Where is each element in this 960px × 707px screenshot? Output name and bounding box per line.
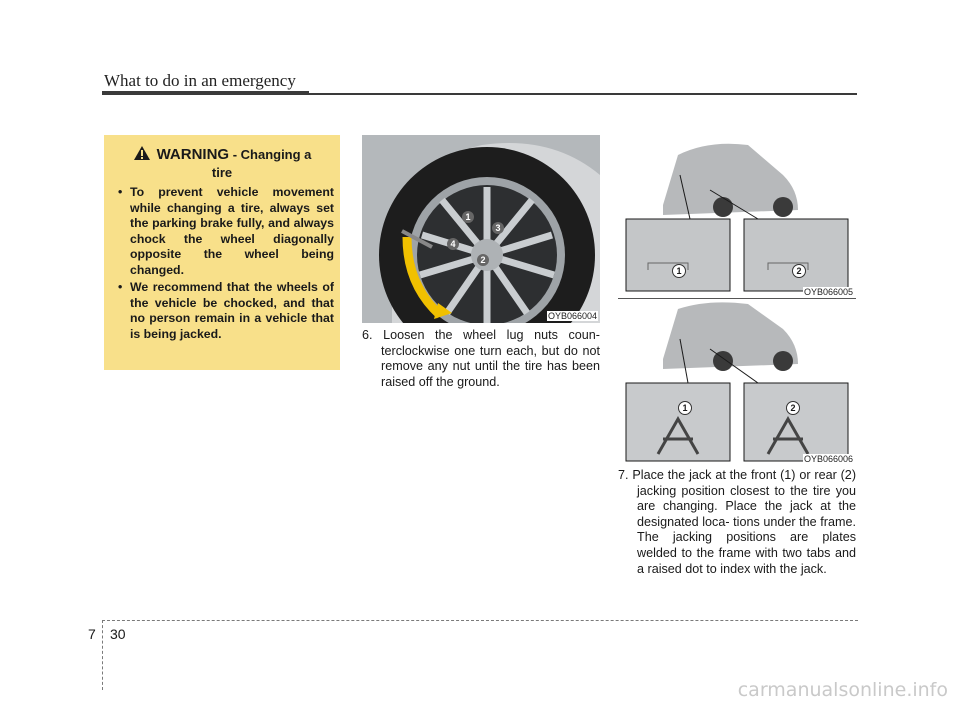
warning-subtitle: - Changing a <box>229 147 312 162</box>
jack-point-number-1: 1 <box>672 264 686 278</box>
header-title: What to do in an emergency <box>104 71 296 90</box>
footer-rule-vertical <box>102 620 103 690</box>
jack-points-image: 1 2 OYB066005 <box>618 135 856 298</box>
warning-list: • To prevent vehicle movement while chang… <box>116 185 334 344</box>
car-jack-points-illustration <box>618 135 856 298</box>
figure-code: OYB066005 <box>802 287 854 297</box>
page-number: 30 <box>110 626 126 642</box>
wheel-illustration <box>362 135 600 323</box>
warning-heading: WARNING - Changing a tire <box>114 145 330 180</box>
jack-placement-number-2: 2 <box>786 401 800 415</box>
lug-number-1: 1 <box>462 211 474 223</box>
wheel-lug-nut-image: 1 2 3 4 OYB066004 <box>362 135 600 323</box>
footer-rule <box>102 620 858 621</box>
figure-code: OYB066006 <box>802 454 854 464</box>
figure-divider <box>618 298 856 299</box>
step-text: Place the jack at the front (1) or rear … <box>632 468 857 576</box>
header-rule <box>102 91 309 95</box>
step-number: 6. <box>362 328 373 342</box>
warning-item: • We recommend that the wheels of the veh… <box>116 280 334 342</box>
lug-number-2: 2 <box>477 254 489 266</box>
bullet: • <box>118 280 123 294</box>
header-rule-line <box>309 93 857 95</box>
warning-item-text: We recommend that the wheels of the vehi… <box>130 280 334 341</box>
jack-placement-illustration <box>618 299 856 464</box>
step-number: 7. <box>618 468 629 482</box>
warning-item: • To prevent vehicle movement while chang… <box>116 185 334 278</box>
jack-point-number-2: 2 <box>792 264 806 278</box>
jack-placement-number-1: 1 <box>678 401 692 415</box>
warning-word: WARNING <box>156 146 230 163</box>
warning-triangle-icon <box>133 146 150 160</box>
bullet: • <box>118 185 123 199</box>
warning-subtitle-cont: tire <box>211 165 233 180</box>
jack-placement-image: 1 2 OYB066006 <box>618 299 856 464</box>
step-text: Loosen the wheel lug nuts coun- terclock… <box>381 328 600 389</box>
figure-code: OYB066004 <box>546 311 598 321</box>
step-6: 6. Loosen the wheel lug nuts coun- tercl… <box>362 328 600 390</box>
lug-number-4: 4 <box>447 238 459 250</box>
lug-number-3: 3 <box>492 222 504 234</box>
step-7: 7. Place the jack at the front (1) or re… <box>618 468 856 577</box>
warning-item-text: To prevent vehicle movement while changi… <box>130 185 334 277</box>
watermark: carmanualsonline.info <box>737 679 948 701</box>
chapter-number: 7 <box>88 626 96 642</box>
warning-box: WARNING - Changing a tire • To prevent ve… <box>104 135 340 370</box>
